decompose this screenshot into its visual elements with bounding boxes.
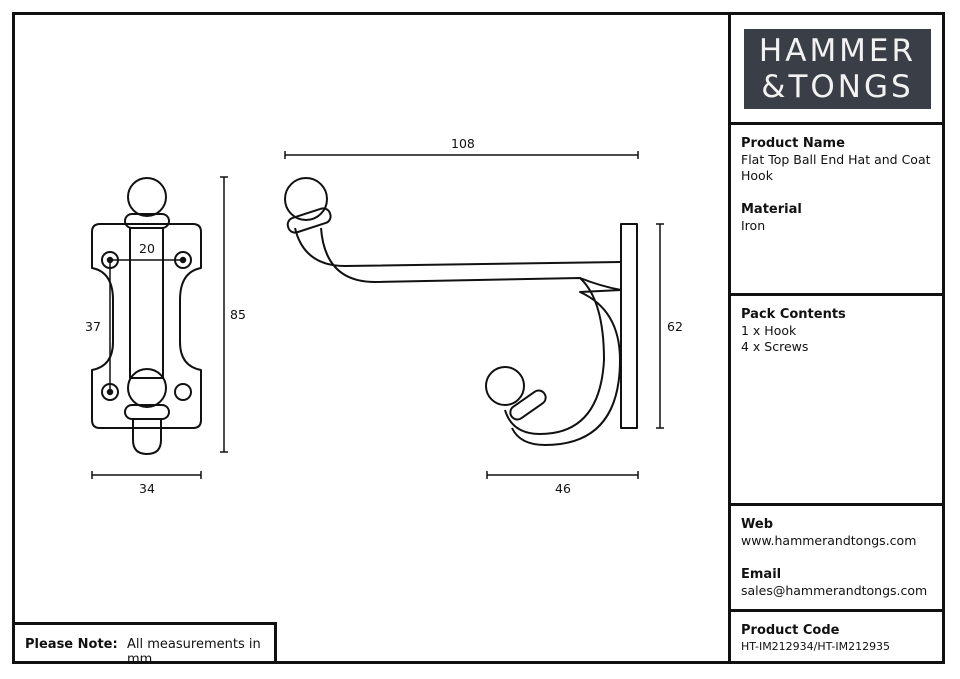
top-collar-side <box>286 207 332 234</box>
bottom-ball-side <box>485 366 525 406</box>
dim-label-62: 62 <box>667 319 683 334</box>
dim-label-85: 85 <box>230 307 246 322</box>
bottom-collar-front <box>124 404 170 420</box>
material-title: Material <box>741 202 802 217</box>
note-label: Please Note: <box>25 637 118 652</box>
divider-material <box>728 293 945 296</box>
brand-logo: HAMMER &TONGS <box>744 29 931 109</box>
top-collar-front <box>124 213 170 229</box>
measurement-note: Please Note: All measurements in mm <box>15 622 277 667</box>
screw-hole-4 <box>174 383 192 401</box>
product-name-title: Product Name <box>741 136 845 151</box>
drawing-frame <box>12 12 945 664</box>
pack-item-screws: 4 x Screws <box>741 339 809 354</box>
pack-item-hook: 1 x Hook <box>741 323 797 338</box>
bottom-collar-side <box>509 389 547 421</box>
dim-label-34: 34 <box>139 481 155 496</box>
bottom-ball-front <box>127 368 167 408</box>
divider-logo <box>728 122 945 125</box>
top-ball-side <box>284 177 328 221</box>
material-value: Iron <box>741 218 766 233</box>
logo-line-1: HAMMER <box>758 33 917 69</box>
pack-contents-title: Pack Contents <box>741 307 846 322</box>
dim-label-20: 20 <box>139 241 155 256</box>
backplate-side <box>620 223 638 429</box>
info-panel <box>728 12 945 664</box>
product-name-value: Flat Top Ball End Hat and Coat Hook <box>741 152 931 183</box>
bottom-tip-front <box>132 420 162 455</box>
divider-email <box>728 609 945 612</box>
top-ball-front <box>127 177 167 217</box>
email-title: Email <box>741 567 782 582</box>
product-code-title: Product Code <box>741 623 840 638</box>
backplate-outline <box>91 223 202 429</box>
dim-label-108: 108 <box>451 136 475 151</box>
note-text: All measurements in mm <box>127 637 261 667</box>
web-value: www.hammerandtongs.com <box>741 533 917 548</box>
dim-label-46: 46 <box>555 481 571 496</box>
logo-line-2: &TONGS <box>761 69 914 105</box>
web-title: Web <box>741 517 773 532</box>
product-code-value: HT-IM212934/HT-IM212935 <box>741 640 891 653</box>
upper-arm-side <box>294 227 622 291</box>
divider-pack <box>728 503 945 506</box>
email-value: sales@hammerandtongs.com <box>741 583 928 598</box>
dim-label-37: 37 <box>85 319 101 334</box>
lower-hook-side <box>504 277 622 446</box>
